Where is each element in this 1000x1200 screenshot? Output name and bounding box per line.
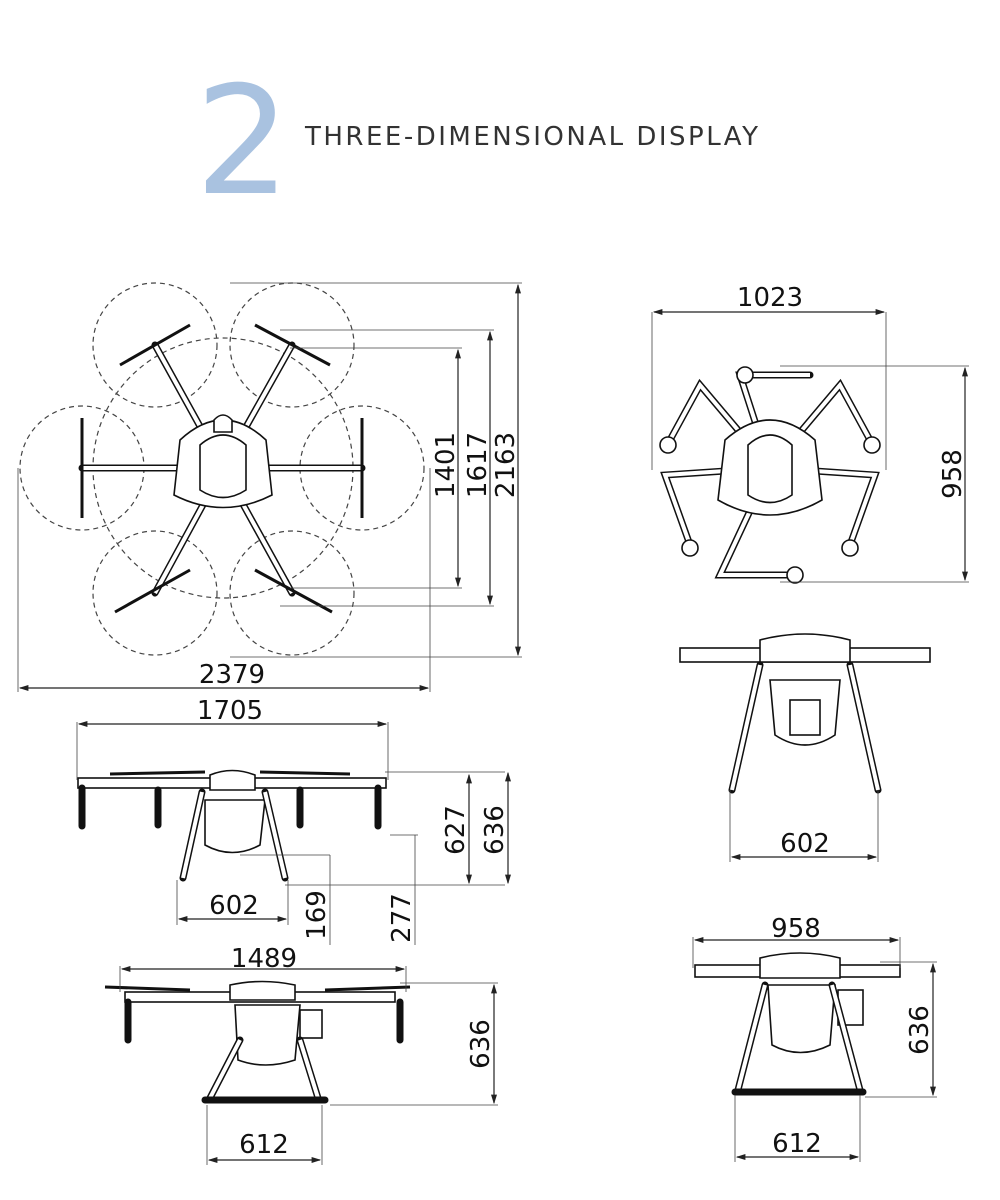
dim-277: 277 <box>387 893 417 943</box>
front-view-folded <box>679 633 931 794</box>
dim-169: 169 <box>302 890 332 940</box>
dim-1023: 1023 <box>737 283 803 313</box>
dim-1617: 1617 <box>463 432 493 498</box>
propeller-blades <box>80 323 364 614</box>
top-view-folded <box>659 366 881 584</box>
dim-636-side: 636 <box>480 805 510 855</box>
side-unfolded-dimensions: 1705 627 636 602 169 277 <box>76 696 511 945</box>
dim-1489: 1489 <box>231 944 297 974</box>
dim-958-side-folded: 958 <box>771 914 821 944</box>
dim-1401: 1401 <box>431 432 461 498</box>
dim-627: 627 <box>441 805 471 855</box>
side-unfolded-2-dimensions: 1489 636 612 <box>119 944 498 1165</box>
dim-612-side-folded: 612 <box>772 1129 822 1159</box>
section-title: THREE-DIMENSIONAL DISPLAY <box>304 122 760 152</box>
section-number: 2 <box>195 55 290 229</box>
top-view-unfolded <box>19 282 425 656</box>
dim-2163: 2163 <box>491 432 521 498</box>
dim-1705: 1705 <box>197 696 263 726</box>
side-folded-dimensions: 958 636 612 <box>692 914 937 1162</box>
dim-636-side-folded: 636 <box>905 1005 935 1055</box>
front-folded-dimensions: 602 <box>729 790 879 862</box>
side-view-unfolded-2 <box>104 980 411 1104</box>
side-view-folded <box>694 952 901 1096</box>
dim-602-front: 602 <box>780 829 830 859</box>
arms <box>78 341 366 597</box>
side-view-unfolded <box>77 769 387 882</box>
dim-636-side-2: 636 <box>466 1019 496 1069</box>
dim-602-side: 602 <box>209 891 259 921</box>
dim-2379: 2379 <box>199 660 265 690</box>
dim-612-side-2: 612 <box>239 1130 289 1160</box>
folded-top-dimensions: 1023 958 <box>651 283 969 583</box>
top-view-dimensions: 2379 1401 1617 2163 <box>17 282 522 692</box>
dim-958-vertical: 958 <box>938 449 968 499</box>
